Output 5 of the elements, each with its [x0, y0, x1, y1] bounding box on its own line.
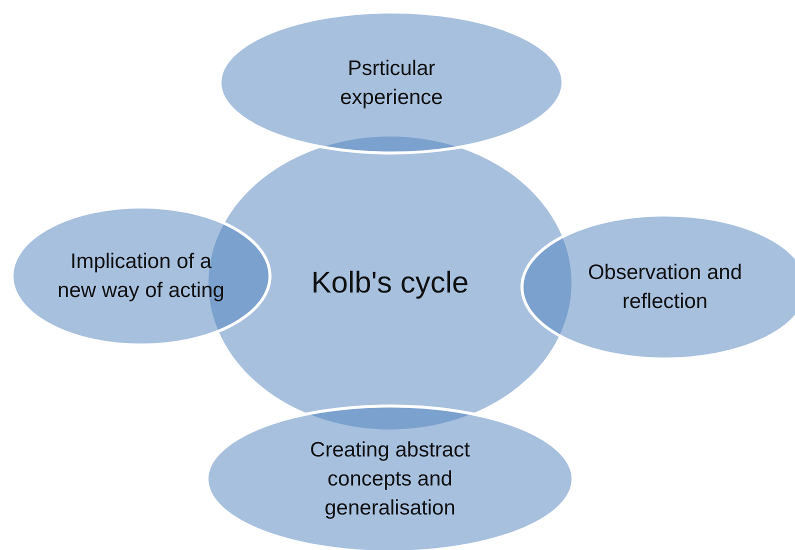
stage-label: Observation and reflection: [586, 260, 744, 315]
stage-label: Implication of a new way of acting: [56, 249, 226, 304]
cycle-title: Kolb's cycle: [310, 266, 470, 302]
stage-label: Psrticular experience: [339, 56, 444, 110]
stage-label: Creating abstract concepts and generalisation: [309, 438, 471, 522]
